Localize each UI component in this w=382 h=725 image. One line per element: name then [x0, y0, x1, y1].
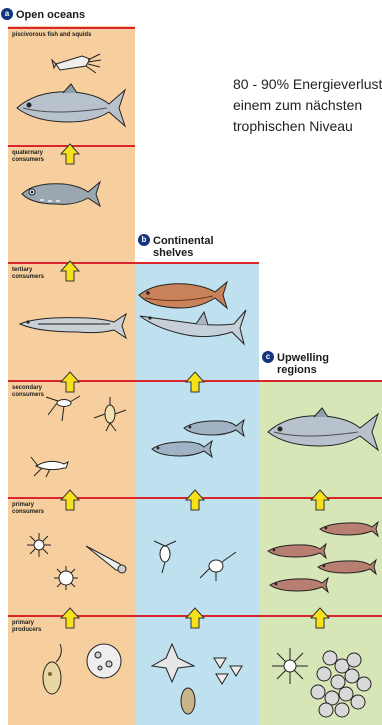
dinoflagellate-icon [38, 642, 68, 698]
shrimp-larva-icon [92, 396, 128, 432]
note-line-3: trophischen Niveau [233, 116, 382, 137]
shark-icon [138, 306, 248, 348]
arrow-up-icon [185, 607, 205, 629]
badge-c: c [262, 351, 274, 363]
diatom-chain-icon [300, 644, 380, 720]
tuna-icon [264, 406, 380, 456]
arrow-up-icon [60, 489, 80, 511]
diatom-icon [206, 654, 246, 688]
anchovy-icon [316, 558, 378, 576]
header-open-oceans: Open oceans [16, 9, 85, 21]
arrow-up-icon [60, 371, 80, 393]
level-line-top [8, 27, 135, 29]
arrow-up-icon [185, 489, 205, 511]
lanternfish-icon [20, 176, 102, 210]
header-upwelling-regions: Upwelling regions [277, 352, 347, 376]
arrow-up-icon [185, 371, 205, 393]
herring-icon [150, 439, 214, 459]
arrow-up-icon [60, 143, 80, 165]
foraminifera-icon [52, 564, 80, 592]
anchovy-icon [318, 520, 380, 538]
badge-b: b [138, 234, 150, 246]
herring-icon [182, 418, 246, 438]
label-primary-consumers: primary consumers [12, 502, 56, 516]
header-continental-shelves: Continental shelves [153, 235, 233, 259]
barracudina-icon [18, 308, 128, 342]
dinoflagellate-icon [148, 640, 198, 684]
arrow-up-icon [310, 489, 330, 511]
arrow-up-icon [60, 607, 80, 629]
copepod-icon [150, 540, 180, 574]
arrow-up-icon [310, 607, 330, 629]
level-line-tertiary [8, 262, 259, 264]
arrow-up-icon [60, 260, 80, 282]
label-piscivorous: piscivorous fish and squids [12, 32, 92, 39]
badge-a: a [1, 8, 13, 20]
squid-icon [50, 50, 102, 76]
label-tertiary: tertiary consumers [12, 267, 56, 281]
copepod-icon [198, 548, 238, 582]
tuna-icon [13, 82, 127, 132]
diatom-icon [176, 686, 200, 716]
energy-loss-note: 80 - 90% Energieverlust von einem zum nä… [233, 74, 382, 137]
label-quaternary: quaternary consumers [12, 150, 56, 164]
radiolarian-icon [26, 532, 52, 558]
copepod-icon [42, 393, 82, 423]
pteropod-icon [82, 540, 132, 576]
note-line-1: 80 - 90% Energieverlust von [233, 74, 382, 95]
diatom-icon [84, 640, 124, 682]
note-line-2: einem zum nächsten [233, 95, 382, 116]
anchovy-icon [268, 576, 330, 594]
krill-icon [30, 454, 74, 478]
label-primary-producers: primary producers [12, 620, 56, 634]
